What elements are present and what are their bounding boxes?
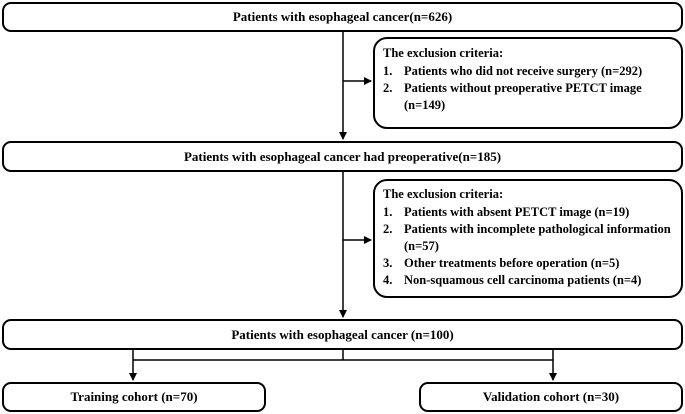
node-start-label: Patients with esophageal cancer(n=626)	[232, 9, 453, 24]
item-number: 4.	[383, 273, 393, 287]
item-number: 1.	[383, 64, 393, 78]
exclusion-2-item: 3. Other treatments before operation (n=…	[383, 255, 673, 272]
exclusion-1-list: 1. Patients who did not receive surgery …	[383, 63, 673, 114]
exclusion-2-heading: The exclusion criteria:	[383, 187, 504, 201]
exclusion-1-item: 1. Patients who did not receive surgery …	[383, 63, 673, 80]
exclusion-1-item: 2. Patients without preoperative PETCT i…	[383, 80, 673, 114]
node-training: Training cohort (n=70)	[2, 382, 266, 412]
item-text: Patients with absent PETCT image (n=19)	[404, 205, 630, 219]
item-number: 1.	[383, 205, 393, 219]
exclusion-2-item: 1. Patients with absent PETCT image (n=1…	[383, 204, 673, 221]
node-validation-label: Validation cohort (n=30)	[482, 389, 620, 404]
item-number: 3.	[383, 256, 393, 270]
item-text: Patients who did not receive surgery (n=…	[404, 64, 643, 78]
node-final-label: Patients with esophageal cancer (n=100)	[231, 326, 454, 342]
item-text: Patients without preoperative PETCT imag…	[404, 81, 642, 112]
node-validation: Validation cohort (n=30)	[419, 382, 683, 412]
exclusion-2-list: 1. Patients with absent PETCT image (n=1…	[383, 204, 673, 289]
exclusion-2-item: 2. Patients with incomplete pathological…	[383, 221, 673, 255]
node-final: Patients with esophageal cancer (n=100)	[2, 319, 683, 350]
exclusion-box-1: The exclusion criteria: 1. Patients who …	[373, 37, 683, 129]
node-training-label: Training cohort (n=70)	[70, 389, 198, 404]
item-text: Non-squamous cell carcinoma patients (n=…	[404, 273, 642, 287]
item-text: Other treatments before operation (n=5)	[404, 256, 620, 270]
node-start: Patients with esophageal cancer(n=626)	[2, 2, 683, 32]
exclusion-1-heading: The exclusion criteria:	[383, 46, 504, 60]
exclusion-box-2: The exclusion criteria: 1. Patients with…	[373, 179, 683, 298]
item-number: 2.	[383, 222, 393, 236]
exclusion-2-item: 4. Non-squamous cell carcinoma patients …	[383, 272, 673, 289]
node-preop: Patients with esophageal cancer had preo…	[2, 141, 683, 172]
item-text: Patients with incomplete pathological in…	[404, 222, 671, 253]
item-number: 2.	[383, 81, 393, 95]
node-preop-label: Patients with esophageal cancer had preo…	[183, 148, 502, 164]
